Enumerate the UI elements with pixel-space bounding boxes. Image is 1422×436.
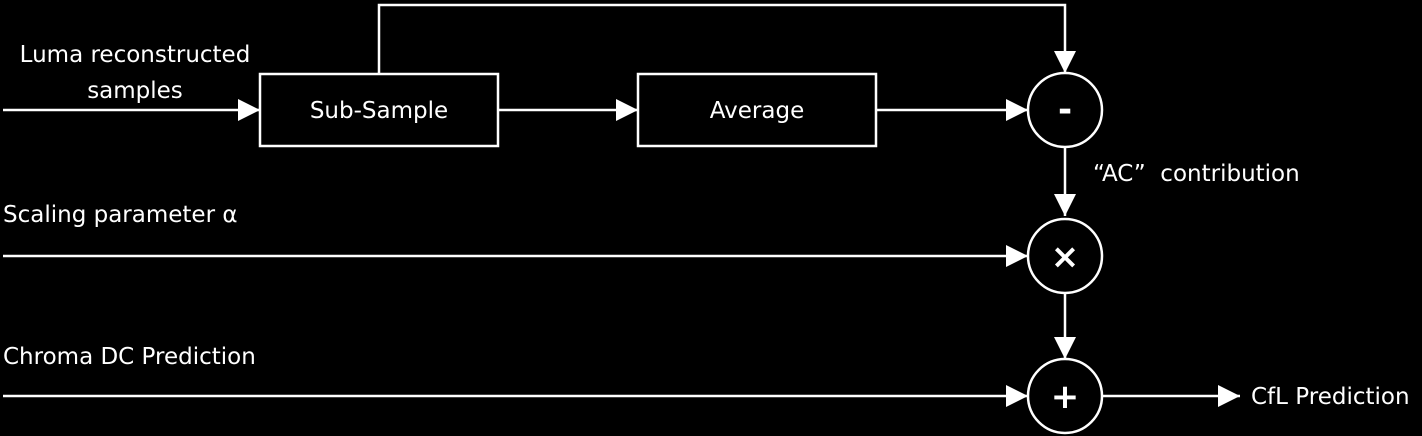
cfl-prediction-label: CfL Prediction: [1251, 384, 1410, 410]
chroma-dc-label: Chroma DC Prediction: [3, 344, 256, 370]
average-block: [636, 72, 878, 148]
add-symbol: +: [1051, 377, 1080, 417]
subtract-symbol: -: [1058, 90, 1072, 130]
luma-input-label-line2: samples: [87, 78, 183, 104]
ac-contribution-label: “AC” contribution: [1093, 161, 1300, 187]
subsample-label: Sub-Sample: [310, 98, 448, 124]
average-label: Average: [710, 98, 804, 124]
subsample-bypass-arrow: [377, 3, 1076, 74]
luma-input-label-line1: Luma reconstructed: [20, 42, 251, 68]
multiply-symbol: ×: [1051, 237, 1080, 277]
scaling-parameter-label: Scaling parameter α: [3, 202, 238, 228]
